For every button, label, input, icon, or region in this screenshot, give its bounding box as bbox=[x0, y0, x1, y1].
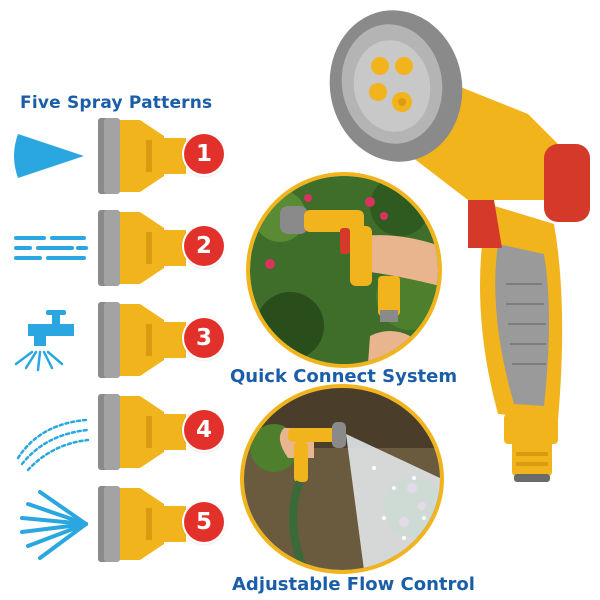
hose-connector-icon bbox=[504, 414, 558, 482]
hand-icon bbox=[360, 235, 438, 286]
nozzle-head-icon bbox=[98, 118, 186, 194]
spray-gun-product-image bbox=[329, 10, 590, 482]
nozzle-head-icon bbox=[329, 10, 463, 162]
nozzle-head-icon bbox=[98, 394, 186, 470]
adjustable-flow-caption: Adjustable Flow Control bbox=[232, 574, 475, 595]
spray-gun-icon bbox=[280, 206, 372, 286]
pattern-number-badge: 5 bbox=[184, 502, 224, 542]
pattern-number-badge: 3 bbox=[184, 318, 224, 358]
cone-jet-icon bbox=[14, 118, 186, 194]
spray-patterns-heading: Five Spray Patterns bbox=[20, 93, 213, 113]
quick-connect-photo bbox=[246, 172, 442, 368]
spray-pattern-row: 2 bbox=[0, 204, 240, 292]
nozzle-head-icon bbox=[98, 302, 186, 378]
mist-arc-icon bbox=[16, 394, 186, 472]
pattern-number-badge: 2 bbox=[184, 226, 224, 266]
flat-lines-icon bbox=[14, 210, 186, 286]
spray-pattern-row: 5 bbox=[0, 480, 240, 568]
water-spray-icon bbox=[346, 434, 440, 570]
pattern-number-badge: 1 bbox=[184, 134, 224, 174]
quick-connect-caption: Quick Connect System bbox=[230, 366, 458, 387]
fan-spray-icon bbox=[20, 486, 186, 562]
adjustable-flow-photo bbox=[240, 384, 444, 574]
flow-control-knob-icon bbox=[544, 144, 590, 222]
trigger-icon bbox=[468, 200, 502, 248]
spray-pattern-row: 4 bbox=[0, 388, 240, 476]
tap-shower-icon bbox=[14, 302, 186, 378]
pattern-number-badge: 4 bbox=[184, 410, 224, 450]
nozzle-head-icon bbox=[98, 210, 186, 286]
nozzle-head-icon bbox=[98, 486, 186, 562]
spray-pattern-row: 1 bbox=[0, 112, 240, 200]
spray-gun-icon bbox=[288, 422, 346, 482]
spray-pattern-row: 3 bbox=[0, 296, 240, 384]
